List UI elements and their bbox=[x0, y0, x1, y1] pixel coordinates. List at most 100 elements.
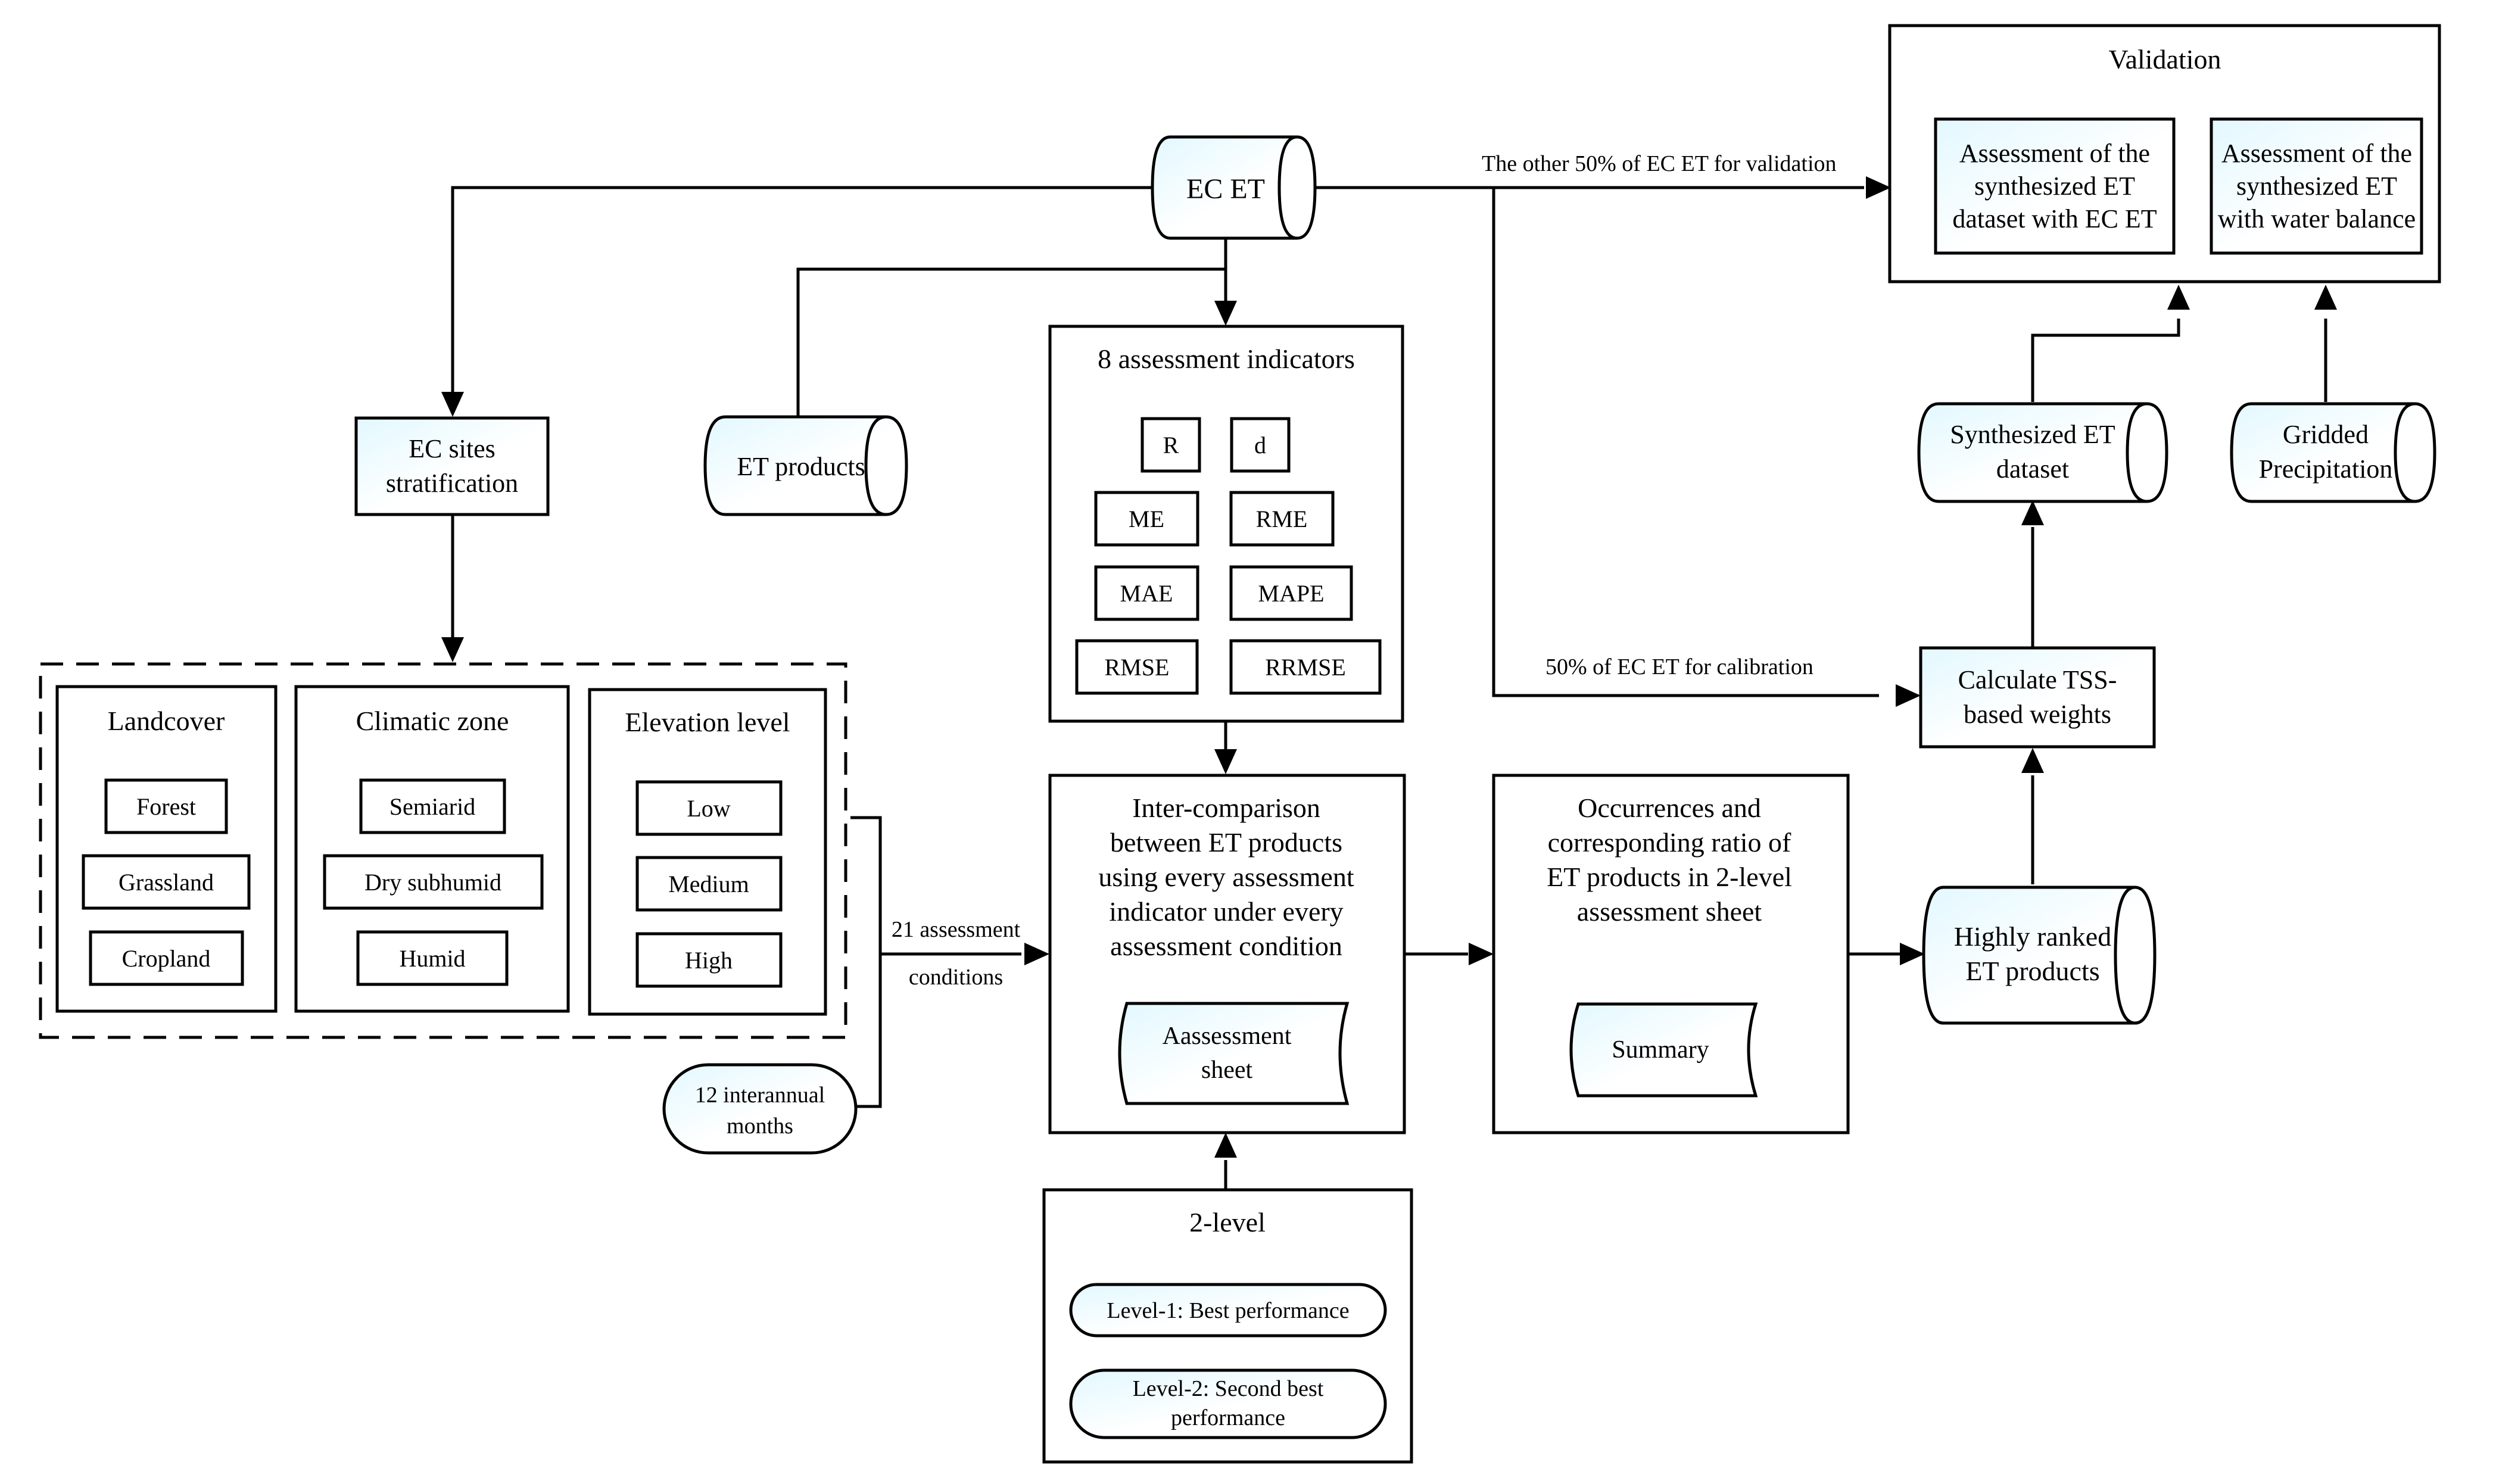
indicator-rme: RME bbox=[1256, 506, 1308, 532]
validation-ec-line1: Assessment of the bbox=[1959, 139, 2150, 168]
landcover-item-forest: Forest bbox=[136, 793, 196, 820]
level2-line1: Level-2: Second best bbox=[1133, 1376, 1324, 1401]
indicator-rmse: RMSE bbox=[1105, 654, 1170, 681]
arrowhead-to-occurrences bbox=[1469, 943, 1494, 965]
gridded-line1: Gridded bbox=[2283, 420, 2369, 449]
indicator-me: ME bbox=[1129, 506, 1164, 532]
climatic-zone-item-dry-subhumid: Dry subhumid bbox=[364, 869, 501, 896]
tss-weights-node: Calculate TSS- based weights bbox=[1919, 646, 2156, 749]
tss-line2: based weights bbox=[1964, 700, 2111, 729]
et-products-label: ET products bbox=[737, 452, 865, 481]
validation-title: Validation bbox=[2108, 44, 2221, 74]
highly-ranked-line1: Highly ranked bbox=[1954, 921, 2111, 952]
ec-sites-line2: stratification bbox=[386, 469, 518, 498]
interannual-line1: 12 interannual bbox=[695, 1083, 825, 1108]
intercomparison-line2: between ET products bbox=[1110, 827, 1342, 858]
occurrences-line3: ET products in 2-level bbox=[1547, 862, 1792, 892]
arrowhead-to-highlyranked bbox=[1900, 943, 1925, 965]
arrowhead-to-indicators bbox=[1214, 301, 1237, 326]
elevation-item-low: Low bbox=[687, 795, 730, 822]
arrowhead-to-ecsites bbox=[441, 392, 464, 417]
stratification-group: Landcover Forest Grassland Cropland Clim… bbox=[39, 662, 847, 1039]
arrowheads bbox=[441, 176, 2337, 1158]
connector-ecet-to-ecsites bbox=[451, 186, 1155, 405]
ec-sites-stratification-node: EC sites stratification bbox=[354, 416, 550, 516]
arrowhead-to-tss-bottom bbox=[2021, 748, 2044, 773]
conditions-label-line2: conditions bbox=[909, 965, 1003, 990]
intercomparison-line4: indicator under every bbox=[1109, 896, 1343, 927]
tss-line1: Calculate TSS- bbox=[1958, 665, 2117, 694]
ec-et-label: EC ET bbox=[1186, 173, 1265, 205]
highly-ranked-node: Highly ranked ET products bbox=[1922, 886, 2157, 1025]
level1-label: Level-1: Best performance bbox=[1107, 1298, 1349, 1323]
connector-ecet-to-tss bbox=[1492, 188, 1879, 697]
climatic-zone-title: Climatic zone bbox=[356, 706, 509, 736]
elevation-item-medium: Medium bbox=[668, 871, 749, 897]
level2-line2: performance bbox=[1171, 1405, 1285, 1430]
occurrences-panel: Occurrences and corresponding ratio of E… bbox=[1492, 774, 1850, 1134]
connector-conditions-bracket bbox=[850, 816, 882, 1108]
assessment-sheet-line2: sheet bbox=[1201, 1056, 1253, 1084]
arrowhead-to-tss-left bbox=[1896, 684, 1921, 707]
validation-wb-line3: with water balance bbox=[2218, 204, 2416, 233]
gridded-precipitation-node: Gridded Precipitation bbox=[2230, 402, 2436, 503]
climatic-zone-item-semiarid: Semiarid bbox=[389, 793, 475, 820]
indicator-rrmse: RRMSE bbox=[1265, 654, 1346, 681]
landcover-panel: Landcover Forest Grassland Cropland bbox=[55, 685, 278, 1013]
validation-wb-line2: synthesized ET bbox=[2236, 172, 2397, 201]
level2-pill bbox=[1069, 1368, 1387, 1439]
validation-ec-box bbox=[1934, 117, 2176, 255]
conditions-label-line1: 21 assessment bbox=[892, 917, 1021, 942]
summary-label: Summary bbox=[1612, 1036, 1709, 1064]
arrowhead-to-strata bbox=[441, 637, 464, 662]
intercomparison-line5: assessment condition bbox=[1110, 931, 1342, 961]
landcover-title: Landcover bbox=[108, 706, 225, 736]
validation-ec-line2: synthesized ET bbox=[1974, 172, 2135, 201]
arrowhead-synth-to-validation bbox=[2167, 285, 2190, 310]
occurrences-line1: Occurrences and bbox=[1578, 793, 1761, 823]
climatic-zone-item-humid: Humid bbox=[399, 945, 465, 972]
validation-panel: Validation Assessment of the synthesized… bbox=[1888, 24, 2441, 283]
two-level-title: 2-level bbox=[1189, 1207, 1266, 1237]
validation-ec-line3: dataset with EC ET bbox=[1952, 204, 2157, 233]
synthesized-dataset-node: Synthesized ET dataset bbox=[1917, 402, 2168, 503]
highly-ranked-line2: ET products bbox=[1965, 956, 2099, 986]
occurrences-line2: corresponding ratio of bbox=[1548, 827, 1791, 858]
connector-etproducts-to-junction bbox=[796, 267, 1226, 417]
arrowhead-to-intercomparison-left bbox=[1024, 943, 1049, 965]
landcover-item-cropland: Cropland bbox=[122, 945, 211, 972]
interannual-line2: months bbox=[727, 1114, 793, 1139]
level1-pill bbox=[1069, 1283, 1387, 1338]
label-validation-split: The other 50% of EC ET for validation bbox=[1482, 151, 1837, 176]
elevation-level-panel: Elevation level Low Medium High bbox=[588, 688, 827, 1016]
assessment-sheet-node: Aassessment sheet bbox=[1118, 1002, 1350, 1105]
et-products-node: ET products bbox=[703, 415, 908, 516]
gridded-line2: Precipitation bbox=[2259, 454, 2393, 484]
ec-sites-line1: EC sites bbox=[409, 434, 495, 463]
indicator-d: d bbox=[1254, 432, 1266, 459]
intercomparison-line3: using every assessment bbox=[1098, 862, 1354, 892]
elevation-level-title: Elevation level bbox=[625, 707, 790, 737]
assessment-sheet-line1: Aassessment bbox=[1163, 1022, 1292, 1050]
connector-lines bbox=[451, 186, 2327, 1189]
assessment-indicators-panel: 8 assessment indicators R d ME RME MAE M… bbox=[1048, 325, 1404, 723]
intercomparison-panel: Inter-comparison between ET products usi… bbox=[1048, 774, 1406, 1134]
synthesized-line1: Synthesized ET bbox=[1950, 420, 2115, 449]
label-calibration-split: 50% of EC ET for calibration bbox=[1545, 654, 1813, 679]
landcover-item-grassland: Grassland bbox=[119, 869, 214, 896]
climatic-zone-panel: Climatic zone Semiarid Dry subhumid Humi… bbox=[294, 685, 570, 1013]
validation-wb-box-visible bbox=[2210, 117, 2423, 255]
arrowhead-to-validation bbox=[1866, 176, 1891, 199]
arrowhead-gridded-to-validation bbox=[2314, 285, 2337, 310]
synthesized-line2: dataset bbox=[1996, 454, 2069, 484]
two-level-panel: 2-level Level-1: Best performance Level-… bbox=[1042, 1188, 1413, 1464]
indicators-title: 8 assessment indicators bbox=[1098, 344, 1355, 374]
intercomparison-line1: Inter-comparison bbox=[1132, 793, 1320, 823]
indicator-mape: MAPE bbox=[1258, 580, 1324, 607]
summary-node: Summary bbox=[1569, 1002, 1758, 1098]
validation-wb-line1: Assessment of the bbox=[2221, 139, 2412, 168]
arrowhead-to-intercomparison-bottom bbox=[1214, 1133, 1237, 1158]
ec-et-node: EC ET bbox=[1151, 135, 1317, 240]
elevation-item-high: High bbox=[685, 947, 733, 974]
